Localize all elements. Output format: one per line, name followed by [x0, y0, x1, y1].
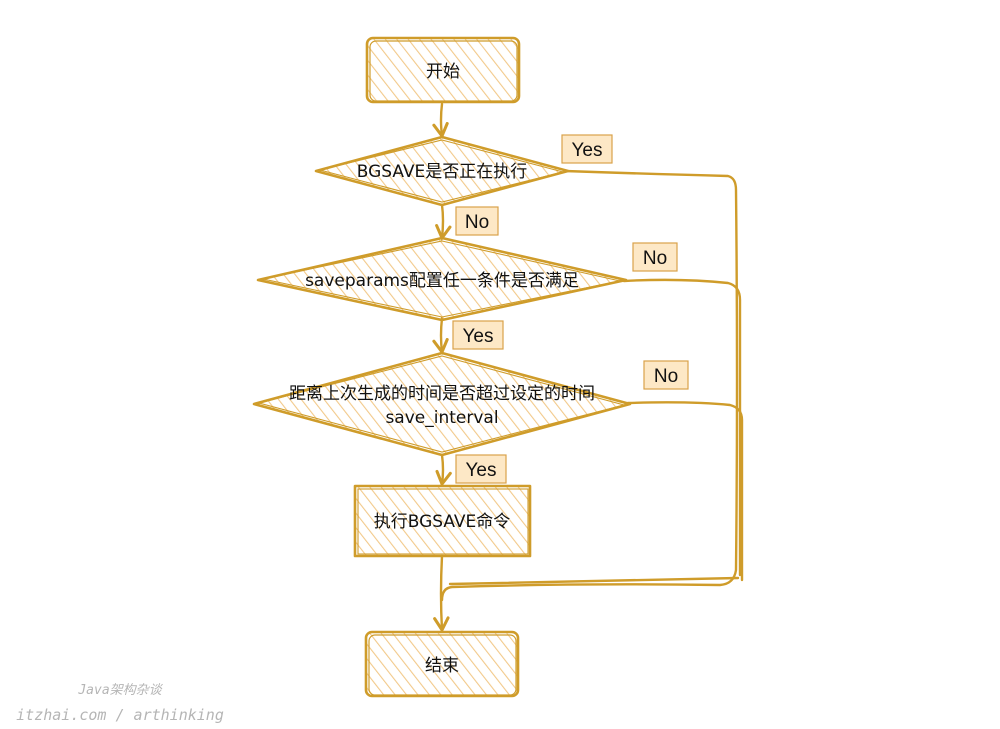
end-label: 结束 — [425, 656, 459, 676]
saveparams-label: saveparams配置任一条件是否满足 — [305, 271, 579, 291]
interval-label-line1: 距离上次生成的时间是否超过设定的时间 — [289, 384, 595, 404]
end-node: 结束 — [364, 630, 520, 698]
decision-interval: 距离上次生成的时间是否超过设定的时间 save_interval — [252, 351, 632, 457]
saveparams-yes-text: Yes — [463, 326, 494, 347]
edge-label-interval-yes: Yes — [455, 454, 507, 484]
edge-saveparams-no-bypass — [622, 278, 742, 577]
bgsave-running-label: BGSAVE是否正在执行 — [357, 162, 528, 182]
start-label: 开始 — [426, 62, 460, 82]
watermark-line2: itzhai.com / arthinking — [16, 706, 224, 724]
edge-saveparams-to-interval — [432, 316, 449, 356]
edge-bgsave-yes-bypass — [440, 169, 739, 602]
edge-interval-no-bypass — [626, 401, 744, 582]
edge-interval-to-exec — [435, 453, 452, 488]
edge-bypass-return — [448, 576, 740, 586]
saveparams-no-text: No — [643, 248, 667, 269]
edge-label-bgsave-no: No — [455, 206, 499, 236]
decision-saveparams: saveparams配置任一条件是否满足 — [256, 236, 628, 322]
process-exec-bgsave: 执行BGSAVE命令 — [353, 484, 532, 558]
bgsave-yes-text: Yes — [572, 140, 603, 161]
interval-yes-text: Yes — [466, 460, 497, 481]
edge-label-bgsave-yes: Yes — [561, 134, 613, 164]
edge-exec-to-end — [433, 554, 450, 634]
edge-label-saveparams-no: No — [632, 242, 678, 272]
edge-label-saveparams-yes: Yes — [452, 320, 504, 350]
interval-no-text: No — [654, 366, 678, 387]
edge-label-interval-no: No — [643, 360, 689, 390]
watermark-line1: Java架构杂谈 — [77, 683, 163, 698]
watermark: Java架构杂谈 itzhai.com / arthinking — [16, 683, 224, 724]
edge-start-to-bgsave — [432, 102, 449, 140]
edges — [432, 102, 744, 634]
bgsave-no-text: No — [465, 212, 489, 233]
exec-bgsave-label: 执行BGSAVE命令 — [374, 512, 511, 532]
decision-bgsave-running: BGSAVE是否正在执行 — [314, 135, 570, 207]
interval-label-line2: save_interval — [385, 408, 498, 428]
start-node: 开始 — [365, 36, 521, 104]
edge-bgsave-to-saveparams — [435, 203, 452, 242]
